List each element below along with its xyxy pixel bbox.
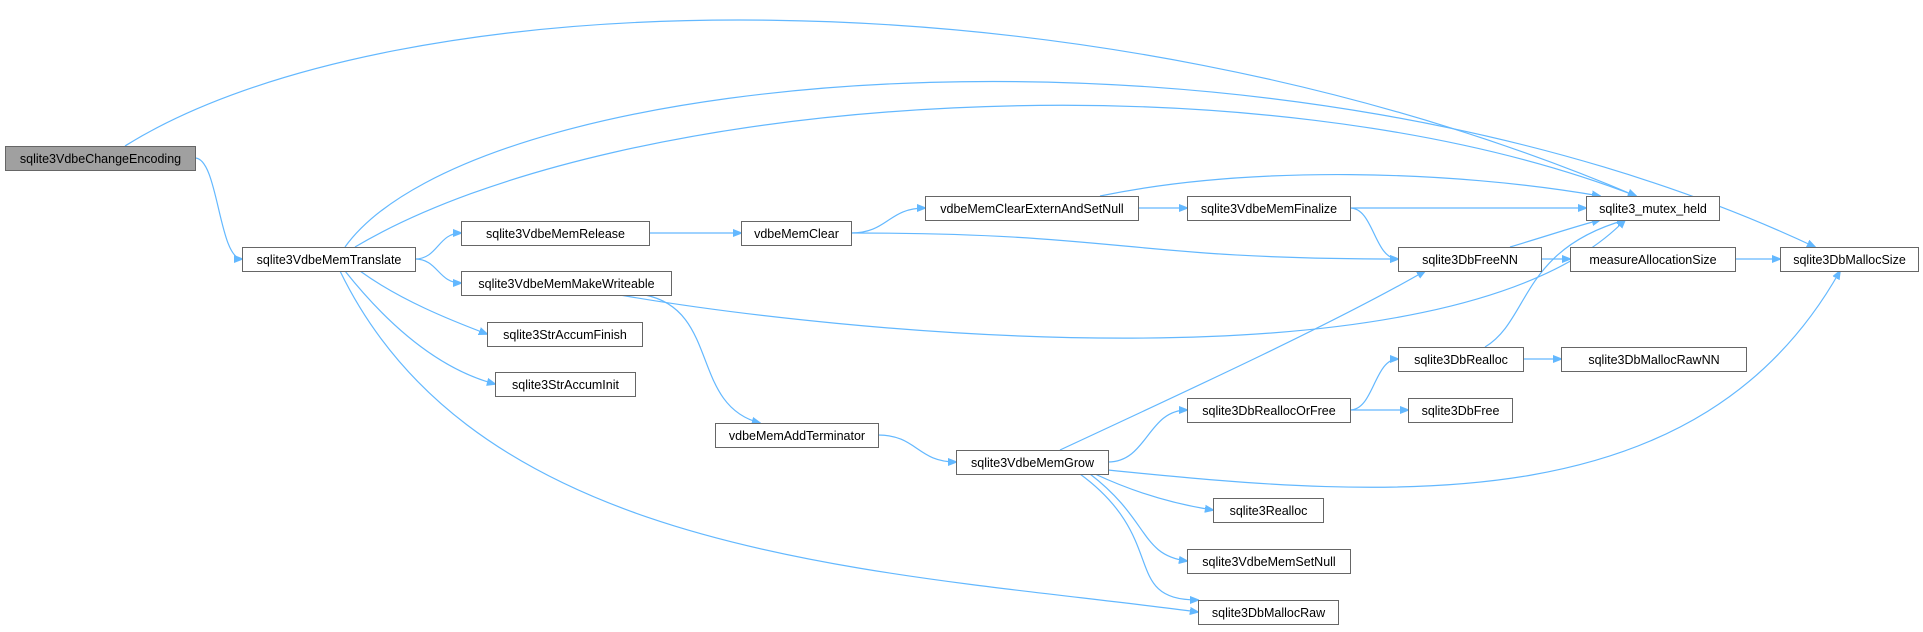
- node-box: [925, 196, 1139, 221]
- edge-sqlite3VdbeMemTranslate-to-sqlite3VdbeMemRelease: [414, 233, 461, 260]
- edge-vdbeMemClear-to-vdbeMemClearExternAndSetNull: [850, 208, 925, 234]
- node-sqlite3DbFree[interactable]: sqlite3DbFree: [1408, 398, 1513, 423]
- node-label: sqlite3StrAccumInit: [512, 378, 620, 392]
- node-label: sqlite3VdbeMemTranslate: [257, 253, 402, 267]
- edge-sqlite3DbRealloc-to-sqlite3_mutex_held: [1484, 220, 1625, 348]
- node-sqlite3VdbeMemTranslate[interactable]: sqlite3VdbeMemTranslate: [242, 247, 416, 272]
- node-sqlite3DbMallocRaw[interactable]: sqlite3DbMallocRaw: [1198, 600, 1339, 625]
- edge-sqlite3VdbeMemTranslate-to-sqlite3StrAccumInit: [344, 270, 495, 384]
- node-sqlite3VdbeMemGrow[interactable]: sqlite3VdbeMemGrow: [956, 450, 1109, 475]
- node-label: measureAllocationSize: [1589, 253, 1716, 267]
- node-label: vdbeMemClearExternAndSetNull: [940, 202, 1123, 216]
- edge-sqlite3VdbeMemMakeWriteable-to-sqlite3_mutex_held: [619, 220, 1625, 339]
- node-sqlite3DbMallocSize[interactable]: sqlite3DbMallocSize: [1780, 247, 1919, 272]
- node-box: [461, 271, 672, 296]
- node-label: sqlite3DbMallocRawNN: [1588, 353, 1719, 367]
- node-label: sqlite3DbMallocRaw: [1212, 606, 1326, 620]
- node-label: sqlite3StrAccumFinish: [503, 328, 627, 342]
- node-box: [1187, 398, 1351, 423]
- edge-sqlite3VdbeMemTranslate-to-sqlite3DbMallocRaw: [339, 270, 1198, 612]
- node-sqlite3VdbeMemMakeWriteable[interactable]: sqlite3VdbeMemMakeWriteable: [461, 271, 672, 296]
- edge-vdbeMemClearExternAndSetNull-to-sqlite3_mutex_held: [1099, 173, 1600, 196]
- edge-sqlite3DbReallocOrFree-to-sqlite3DbRealloc: [1349, 359, 1398, 411]
- edge-sqlite3VdbeMemGrow-to-sqlite3DbFreeNN: [1059, 271, 1425, 451]
- node-label: sqlite3VdbeMemFinalize: [1201, 202, 1337, 216]
- node-label: vdbeMemAddTerminator: [729, 429, 865, 443]
- edge-sqlite3DbFreeNN-to-sqlite3_mutex_held: [1509, 220, 1600, 248]
- node-box: [487, 322, 643, 347]
- node-measureAllocationSize[interactable]: measureAllocationSize: [1570, 247, 1736, 272]
- edge-vdbeMemClear-to-sqlite3DbFreeNN: [850, 232, 1398, 259]
- edge-sqlite3VdbeMemGrow-to-sqlite3DbReallocOrFree: [1107, 410, 1187, 463]
- node-box: [1198, 600, 1339, 625]
- node-sqlite3DbRealloc[interactable]: sqlite3DbRealloc: [1398, 347, 1524, 372]
- node-sqlite3_mutex_held[interactable]: sqlite3_mutex_held: [1586, 196, 1720, 221]
- node-sqlite3VdbeChangeEncoding[interactable]: sqlite3VdbeChangeEncoding: [5, 146, 196, 171]
- node-label: sqlite3VdbeMemGrow: [971, 456, 1095, 470]
- edge-sqlite3VdbeMemTranslate-to-sqlite3StrAccumFinish: [359, 270, 487, 334]
- node-box: [461, 221, 650, 246]
- edge-sqlite3VdbeChangeEncoding-to-sqlite3_mutex_held: [124, 19, 1636, 196]
- node-box: [741, 221, 852, 246]
- edge-sqlite3VdbeMemFinalize-to-sqlite3DbFreeNN: [1349, 207, 1398, 259]
- edge-vdbeMemAddTerminator-to-sqlite3VdbeMemGrow: [877, 434, 956, 462]
- node-sqlite3VdbeMemRelease[interactable]: sqlite3VdbeMemRelease: [461, 221, 650, 246]
- node-box: [1398, 247, 1542, 272]
- node-label: sqlite3DbReallocOrFree: [1202, 404, 1335, 418]
- node-vdbeMemClear[interactable]: vdbeMemClear: [741, 221, 852, 246]
- node-label: sqlite3VdbeMemMakeWriteable: [478, 277, 654, 291]
- node-sqlite3StrAccumFinish[interactable]: sqlite3StrAccumFinish: [487, 322, 643, 347]
- node-sqlite3DbReallocOrFree[interactable]: sqlite3DbReallocOrFree: [1187, 398, 1351, 423]
- node-vdbeMemClearExternAndSetNull[interactable]: vdbeMemClearExternAndSetNull: [925, 196, 1139, 221]
- edge-sqlite3VdbeMemTranslate-to-sqlite3_mutex_held: [354, 104, 1636, 248]
- node-sqlite3StrAccumInit[interactable]: sqlite3StrAccumInit: [495, 372, 636, 397]
- node-label: sqlite3DbMallocSize: [1793, 253, 1906, 267]
- node-label: sqlite3DbFree: [1422, 404, 1500, 418]
- node-vdbeMemAddTerminator[interactable]: vdbeMemAddTerminator: [715, 423, 879, 448]
- node-box: [715, 423, 879, 448]
- edge-sqlite3VdbeMemGrow-to-sqlite3Realloc: [1094, 473, 1213, 510]
- node-label: vdbeMemClear: [754, 227, 839, 241]
- node-label: sqlite3_mutex_held: [1599, 202, 1707, 216]
- node-box: [1408, 398, 1513, 423]
- node-box: [1561, 347, 1747, 372]
- node-box: [1213, 498, 1324, 523]
- node-sqlite3DbMallocRawNN[interactable]: sqlite3DbMallocRawNN: [1561, 347, 1747, 372]
- edge-sqlite3VdbeChangeEncoding-to-sqlite3VdbeMemTranslate: [194, 157, 242, 259]
- node-box: [956, 450, 1109, 475]
- node-box: [1780, 247, 1919, 272]
- nodes-layer: sqlite3VdbeChangeEncoding sqlite3VdbeMemT…: [5, 146, 1919, 625]
- node-box: [1187, 549, 1351, 574]
- node-sqlite3DbFreeNN[interactable]: sqlite3DbFreeNN: [1398, 247, 1542, 272]
- node-label: sqlite3VdbeMemSetNull: [1202, 555, 1335, 569]
- edge-sqlite3VdbeMemGrow-to-sqlite3DbMallocSize: [1107, 271, 1840, 488]
- edge-sqlite3VdbeMemTranslate-to-sqlite3DbMallocSize: [344, 80, 1815, 247]
- node-sqlite3VdbeMemFinalize[interactable]: sqlite3VdbeMemFinalize: [1187, 196, 1351, 221]
- node-box: [1570, 247, 1736, 272]
- node-box: [1187, 196, 1351, 221]
- node-box: [1398, 347, 1524, 372]
- edge-sqlite3VdbeMemMakeWriteable-to-vdbeMemAddTerminator: [644, 294, 760, 423]
- node-sqlite3VdbeMemSetNull[interactable]: sqlite3VdbeMemSetNull: [1187, 549, 1351, 574]
- node-label: sqlite3VdbeChangeEncoding: [20, 152, 181, 166]
- edges-layer: [124, 19, 1840, 612]
- node-label: sqlite3Realloc: [1230, 504, 1308, 518]
- node-box: [495, 372, 636, 397]
- edge-sqlite3VdbeMemGrow-to-sqlite3VdbeMemSetNull: [1089, 473, 1187, 561]
- edge-sqlite3VdbeMemTranslate-to-sqlite3VdbeMemMakeWriteable: [414, 258, 461, 283]
- node-box: [5, 146, 196, 171]
- node-label: sqlite3VdbeMemRelease: [486, 227, 625, 241]
- edge-sqlite3VdbeMemGrow-to-sqlite3DbMallocRaw: [1079, 473, 1198, 600]
- node-label: sqlite3DbFreeNN: [1422, 253, 1518, 267]
- node-sqlite3Realloc[interactable]: sqlite3Realloc: [1213, 498, 1324, 523]
- node-box: [242, 247, 416, 272]
- node-label: sqlite3DbRealloc: [1414, 353, 1508, 367]
- node-box: [1586, 196, 1720, 221]
